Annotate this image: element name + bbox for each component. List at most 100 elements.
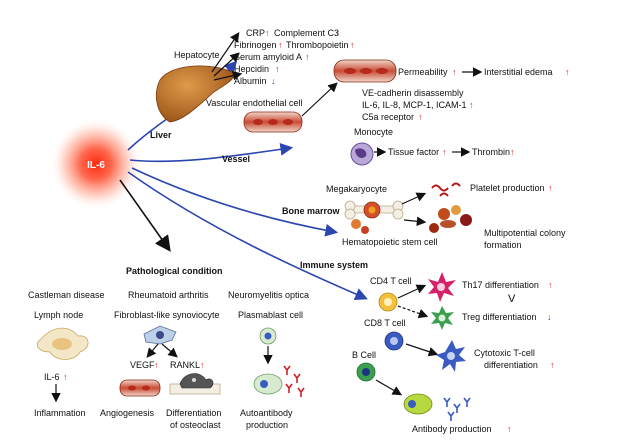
hepcidin-up-icon: ↑ (275, 64, 280, 74)
il6-path-up-icon: ↑ (63, 372, 68, 382)
serum-amyloid-a-label: Serum amyloid A (234, 52, 302, 62)
synoviocyte-to-vegf-arrow (146, 343, 159, 358)
plasmablast-label: Plasmablast cell (238, 310, 303, 320)
platelets-icon (431, 182, 461, 197)
tissue-factor-label: Tissue factor (388, 147, 439, 157)
stem-cell-icon (351, 219, 369, 234)
il-list-label: IL-6, IL-8, MCP-1, ICAM-1 (362, 100, 467, 110)
serum-amyloid-a-up-icon: ↑ (305, 52, 310, 62)
angiogenesis-label: Angiogenesis (100, 408, 155, 418)
bcell-arrow (375, 379, 403, 396)
lymph-node-icon (36, 327, 89, 360)
albumin-down-icon: ↓ (271, 76, 276, 86)
ve-cadherin-label: VE-cadherin disassembly (362, 88, 464, 98)
il6-label: IL-6 (87, 160, 105, 171)
bcell-icon (356, 362, 376, 382)
albumin-label: Albumin (234, 76, 267, 86)
tissue-factor-up-icon: ↑ (442, 147, 447, 157)
angiogenesis-icon (119, 379, 161, 397)
fls-label: Fibroblast-like synoviocyte (114, 310, 220, 320)
cd4-label: CD4 T cell (370, 276, 412, 286)
megakaryocyte-arrow (401, 192, 427, 205)
hepatocyte-label: Hepatocyte (174, 50, 220, 60)
cd8-arrow (405, 343, 439, 357)
cd8-label: CD8 T cell (364, 318, 406, 328)
thrombopoietin-label: Thrombopoietin (286, 40, 349, 50)
stem-cell-arrow (403, 216, 427, 227)
th17-cell-icon (428, 272, 456, 302)
cytotoxic-cell-icon (436, 340, 466, 372)
th17-up-icon: ↑ (548, 280, 553, 290)
antibody-up-icon: ↑ (507, 424, 512, 434)
nmo-label: Neuromyelitis optica (228, 290, 309, 300)
liver-icon (156, 65, 234, 123)
autoantibody-label-1: Autoantibody (240, 408, 293, 418)
hepatocyte-to-serum-arrow (213, 52, 240, 77)
antibody-icon (443, 397, 471, 421)
monocyte-label: Monocyte (354, 127, 393, 137)
endothelial-cell-label: Vascular endothelial cell (206, 98, 302, 108)
organ-vessel: Vessel (222, 154, 250, 164)
vessel-icon-large (333, 59, 397, 83)
arrow-to-vessel (129, 142, 294, 163)
megakaryocyte-label: Megakaryocyte (326, 184, 387, 194)
complement-c3-up-icon: ↑ (335, 28, 340, 38)
synoviocyte-icon (143, 325, 177, 345)
plasma-cell-icon (403, 393, 433, 415)
arrow-to-bone-marrow (131, 167, 339, 237)
permeability-label: Permeability (398, 67, 448, 77)
osteoclast-label-1: Differentiation (166, 408, 221, 418)
c5a-up-icon: ↑ (418, 112, 423, 122)
bcell-label: B Cell (352, 350, 376, 360)
thrombin-label: Thrombin (472, 147, 510, 157)
treg-down-icon: ↓ (547, 312, 552, 322)
hepatocyte-to-crp-arrow (211, 32, 240, 73)
megakaryocyte-icon (363, 201, 381, 219)
interstitial-edema-label: Interstitial edema (484, 67, 553, 77)
cd4-to-treg-arrow (397, 305, 429, 319)
osteoclast-label-2: of osteoclast (170, 420, 221, 430)
il6-glow (50, 118, 142, 210)
il-list-up-icon: ↑ (469, 100, 474, 110)
multipotential-label-2: formation (484, 240, 522, 250)
vegf-up-icon: ↑ (154, 360, 159, 370)
organ-liver: Liver (150, 130, 172, 140)
autoantibody-label-2: production (246, 420, 288, 430)
cytotoxic-label-1: Cytotoxic T-cell (474, 348, 535, 358)
osteoclast-icon (169, 373, 221, 395)
vegf-label: VEGF (130, 360, 155, 370)
treg-label: Treg differentiation (462, 312, 537, 322)
arrow-to-pathology (119, 179, 171, 252)
rankl-label: RANKL (170, 360, 200, 370)
organ-bone-marrow: Bone marrow (282, 206, 341, 216)
rankl-up-icon: ↑ (200, 360, 205, 370)
ra-label: Rheumatoid arthritis (128, 290, 209, 300)
colony-cells-icon (429, 205, 472, 233)
antibody-label: Antibody production (412, 424, 492, 434)
lymph-node-label: Lymph node (34, 310, 83, 320)
arrow-to-immune-system (127, 171, 368, 301)
synoviocyte-to-rankl-arrow (161, 343, 178, 358)
endothelial-arrow (301, 82, 338, 117)
monocyte-icon (350, 142, 374, 166)
crp-label: CRP (246, 28, 265, 38)
organ-immune-system: Immune system (300, 260, 368, 270)
autoantibody-icon (283, 365, 305, 397)
complement-c3-label: Complement C3 (274, 28, 339, 38)
c5a-label: C5a receptor (362, 112, 414, 122)
cd4-to-th17-arrow (397, 284, 427, 299)
autoantibody-cell-icon (253, 373, 283, 395)
cytotoxic-up-icon: ↑ (550, 360, 555, 370)
reciprocal-v: V (508, 293, 516, 305)
platelet-production-label: Platelet production (470, 183, 545, 193)
hepatocyte-to-hepcidin-arrow (213, 70, 243, 81)
inflammation-label: Inflammation (34, 408, 86, 418)
thrombin-up-icon: ↑ (510, 147, 515, 157)
thrombopoietin-up-icon: ↑ (350, 40, 355, 50)
interstitial-edema-up-icon: ↑ (565, 67, 570, 77)
il6-path-label: IL-6 (44, 372, 60, 382)
cd4-cell-icon (378, 292, 398, 312)
cytotoxic-label-2: differentiation (484, 360, 538, 370)
crp-up-icon: ↑ (265, 28, 270, 38)
pathology-title: Pathological condition (126, 266, 223, 276)
